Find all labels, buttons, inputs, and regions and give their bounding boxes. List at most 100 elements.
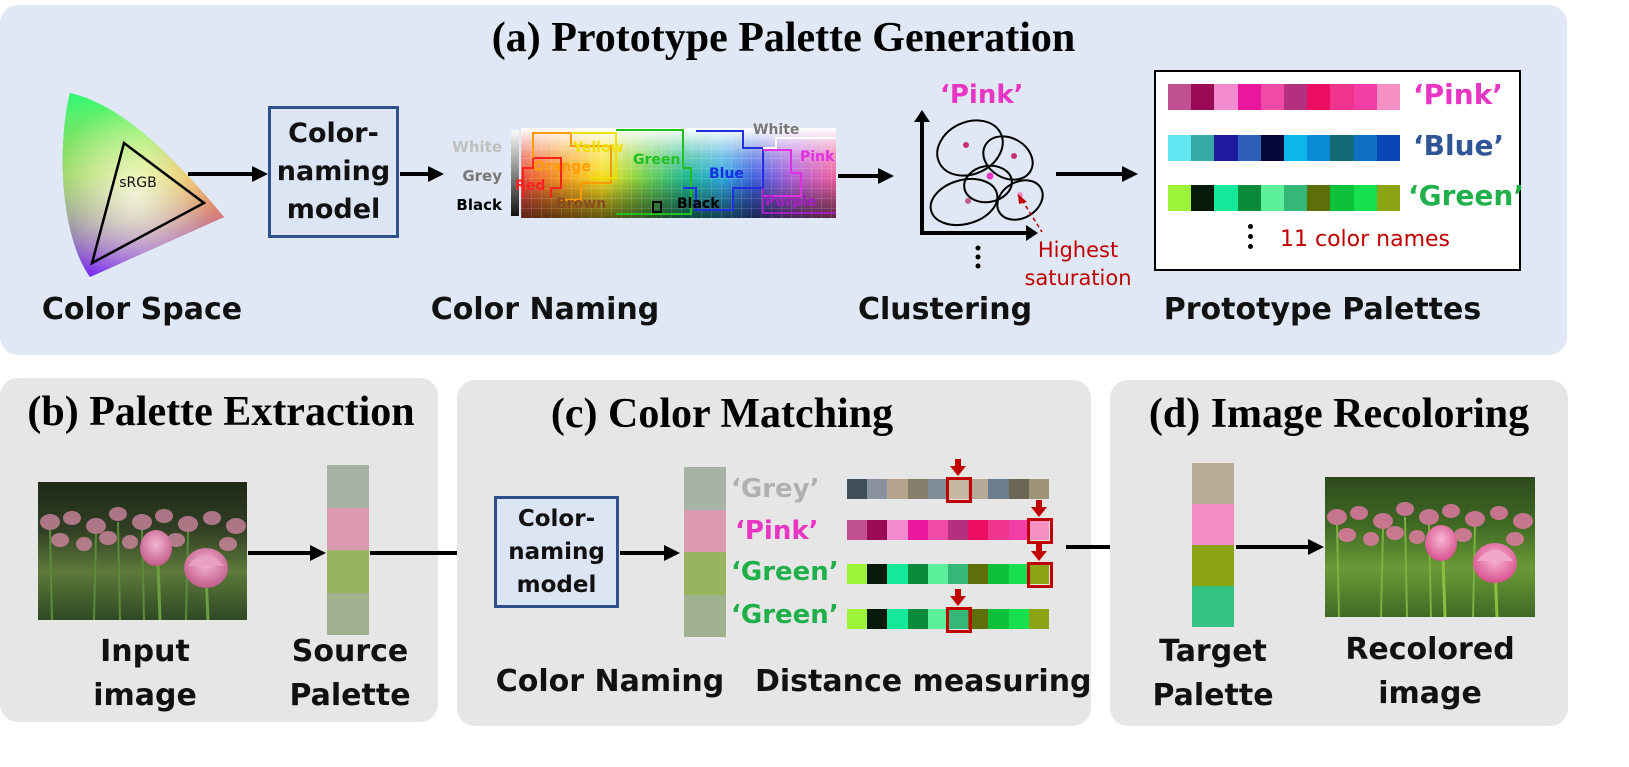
palette-swatch xyxy=(1353,185,1377,211)
note-line-2: saturation xyxy=(1024,266,1132,290)
panel-a-title: (a) Prototype Palette Generation xyxy=(491,15,1076,61)
palette-swatch xyxy=(1260,185,1284,211)
arrow-model-to-naming xyxy=(400,166,444,182)
palette-swatch xyxy=(968,479,989,499)
palette-swatch xyxy=(1028,479,1049,499)
palette-swatch xyxy=(907,564,928,584)
model-c-line-3: model xyxy=(516,571,597,598)
palette-swatch xyxy=(1237,135,1261,161)
caption-input-line-1: Input xyxy=(100,634,190,669)
palette-swatch xyxy=(1028,609,1049,629)
palette-swatch xyxy=(887,479,908,499)
caption-c-color-naming: Color Naming xyxy=(495,664,725,699)
palette-swatch xyxy=(1192,504,1234,545)
highest-saturation-note: Highest saturation xyxy=(1018,236,1138,292)
palette-swatch xyxy=(1307,135,1331,161)
palette-swatch xyxy=(1191,84,1215,110)
palette-swatch xyxy=(927,609,948,629)
palette-swatch xyxy=(1283,185,1308,211)
palette-swatch xyxy=(684,594,726,637)
palette-swatch xyxy=(1283,84,1308,110)
selected-swatch-highlight xyxy=(946,477,973,503)
palette-swatch xyxy=(947,609,969,629)
palette-swatch xyxy=(1330,185,1354,211)
label-black: Black xyxy=(456,196,502,214)
label-white: White xyxy=(452,138,502,156)
srgb-label: sRGB xyxy=(119,175,156,191)
palette-swatch xyxy=(1353,84,1377,110)
model-label-line-2: naming xyxy=(276,156,391,187)
palette-swatch xyxy=(867,520,888,540)
caption-color-space: Color Space xyxy=(41,292,243,327)
selection-arrow-icon xyxy=(950,459,967,476)
panel-d-title: (d) Image Recoloring xyxy=(1148,391,1530,437)
caption-recolored-line-2: image xyxy=(1378,676,1482,711)
selection-arrow-icon xyxy=(950,589,967,606)
color-naming-map xyxy=(521,128,836,218)
caption-target-line-1: Target xyxy=(1159,634,1267,669)
named-palette xyxy=(684,467,726,637)
model-c-line-2: naming xyxy=(508,538,605,565)
palette-swatch xyxy=(327,550,369,593)
color-name-label: ‘Grey’ xyxy=(731,474,820,504)
selection-arrow-icon xyxy=(1030,500,1047,517)
caption-prototype-palettes: Prototype Palettes xyxy=(1163,292,1482,327)
target-palette xyxy=(1192,463,1234,627)
palette-swatch xyxy=(1192,586,1234,627)
prototype-palette-name: ‘Blue’ xyxy=(1413,129,1505,162)
label-yellow: Yellow xyxy=(573,140,624,156)
label-orange: Orange xyxy=(533,159,591,175)
palette-swatch xyxy=(988,479,1009,499)
arrow-input-to-source xyxy=(248,545,326,561)
palette-swatch xyxy=(1168,185,1192,211)
vertical-dots xyxy=(1248,224,1254,249)
palette-swatch xyxy=(907,609,928,629)
palette-swatch xyxy=(1260,135,1284,161)
caption-recolored-line-1: Recolored xyxy=(1345,632,1515,667)
palette-swatch xyxy=(1168,84,1192,110)
selection-arrow-icon xyxy=(1030,544,1047,561)
palette-swatch xyxy=(1330,84,1354,110)
palette-swatch xyxy=(1237,185,1261,211)
caption-source-line-2: Palette xyxy=(289,678,411,713)
label-brown: Brown xyxy=(556,196,607,212)
distance-palette-row xyxy=(847,609,1049,629)
distance-palette-row xyxy=(847,479,1049,499)
palette-swatch xyxy=(1028,520,1049,540)
palette-swatch xyxy=(968,520,989,540)
palette-swatch xyxy=(867,479,888,499)
label-blue: Blue xyxy=(709,166,744,182)
color-space-gamut: sRGB xyxy=(62,93,224,277)
palette-swatch xyxy=(1192,463,1234,504)
arrow-model-to-named-palette xyxy=(620,545,680,561)
palette-swatch xyxy=(1214,185,1238,211)
palette-swatch xyxy=(1168,135,1192,161)
arrow-target-to-recolored xyxy=(1236,539,1324,555)
label-grey: Grey xyxy=(462,167,502,185)
palette-swatch xyxy=(1214,135,1238,161)
model-c-line-1: Color- xyxy=(517,505,596,532)
distance-palette-row xyxy=(847,520,1049,540)
palette-swatch xyxy=(327,592,369,635)
palette-swatch xyxy=(968,564,989,584)
model-label-line-1: Color- xyxy=(288,118,379,149)
palette-swatch xyxy=(887,609,908,629)
palette-swatch xyxy=(1028,564,1049,584)
palette-swatch xyxy=(847,609,868,629)
palette-swatch xyxy=(947,520,969,540)
grey-ramp xyxy=(511,130,519,216)
palette-swatch xyxy=(867,564,888,584)
source-palette xyxy=(327,465,369,635)
palette-swatch xyxy=(988,520,1009,540)
palette-swatch xyxy=(1307,185,1331,211)
palette-swatch xyxy=(1330,135,1354,161)
caption-distance-measuring: Distance measuring xyxy=(755,664,1092,699)
palette-swatch xyxy=(1376,84,1400,110)
more-color-names-label: 11 color names xyxy=(1280,227,1451,252)
caption-source-palette: Source Palette xyxy=(280,630,420,718)
palette-swatch xyxy=(947,479,969,499)
model-label-line-3: model xyxy=(286,194,381,225)
palette-swatch xyxy=(1191,185,1215,211)
palette-swatch xyxy=(1192,545,1234,586)
color-naming-model-box-a: Color- naming model xyxy=(268,106,399,238)
